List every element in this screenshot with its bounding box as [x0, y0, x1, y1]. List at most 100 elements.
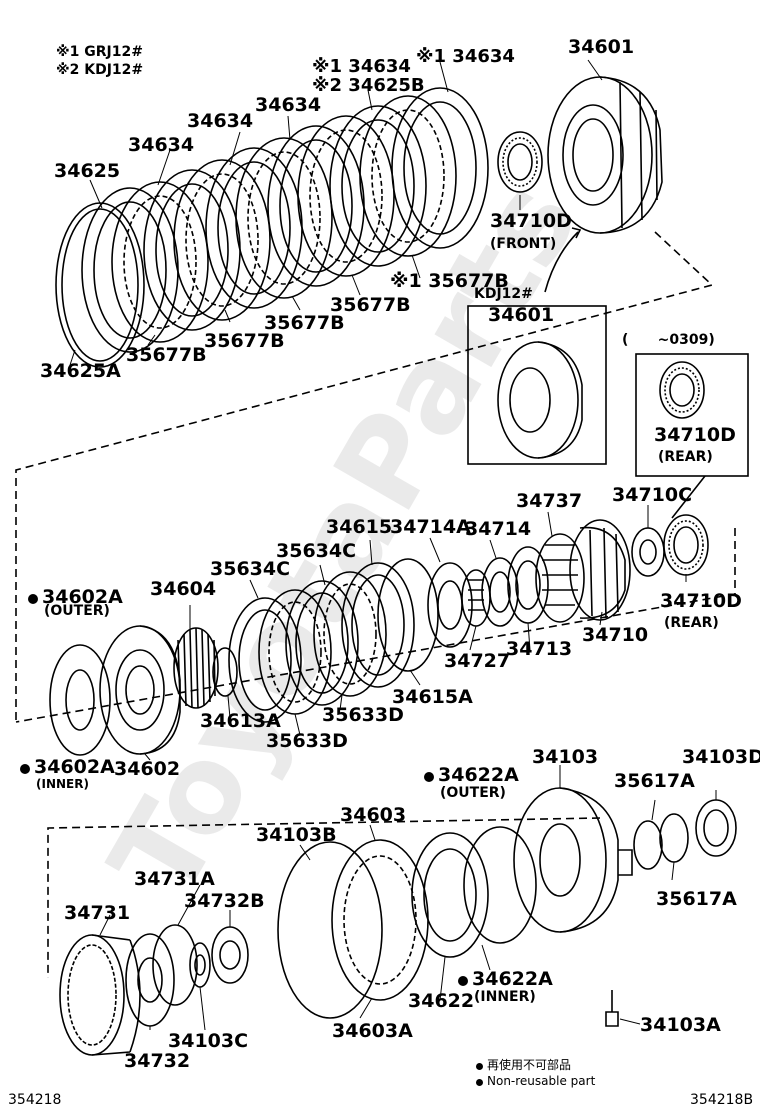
label-34601-kdj[interactable]: 34601: [488, 304, 555, 326]
label-34622a-outer[interactable]: 34622A: [424, 766, 519, 785]
label-34615[interactable]: 34615: [326, 516, 393, 538]
gear-34713[interactable]: [507, 546, 549, 624]
label-34625a[interactable]: 34625A: [40, 360, 121, 382]
rear-inset-box: [635, 353, 749, 477]
plate-35634c-2[interactable]: [285, 580, 359, 706]
label-34625b[interactable]: ※2 34625B: [312, 75, 425, 96]
label-34634-c[interactable]: 34634: [187, 110, 254, 132]
label-34714a[interactable]: 34714A: [390, 516, 471, 538]
clutch-disc-35677b-2[interactable]: [173, 159, 271, 321]
label-34727[interactable]: 34727: [444, 650, 511, 672]
label-34634-b[interactable]: 34634: [255, 94, 322, 116]
label-34103c[interactable]: 34103C: [168, 1030, 249, 1052]
label-34634-top[interactable]: ※1 34634: [416, 46, 515, 67]
disc-35633d-2[interactable]: [313, 571, 387, 697]
label-35677b-d[interactable]: 35677B: [204, 330, 285, 352]
planetary-34737[interactable]: [535, 533, 585, 623]
clutch-plate-34634-4[interactable]: [391, 87, 489, 249]
clutch-disc-35677b-4[interactable]: [297, 115, 395, 277]
label-35677b-e[interactable]: 35677B: [126, 344, 207, 366]
clutch-34603[interactable]: [331, 839, 429, 1001]
label-34604[interactable]: 34604: [150, 578, 217, 600]
bearing-34714a[interactable]: [427, 562, 473, 648]
label-34103b[interactable]: 34103B: [256, 824, 337, 846]
label-34710[interactable]: 34710: [582, 624, 649, 646]
snap-ring-34613a[interactable]: [212, 647, 238, 697]
washer-34103c[interactable]: [189, 942, 211, 988]
plate-35634c-1[interactable]: [228, 597, 302, 723]
label-35633d-b[interactable]: 35633D: [266, 730, 348, 752]
snap-ring-34103b[interactable]: [277, 841, 383, 1019]
seal-ring-35617a-1[interactable]: [633, 820, 663, 870]
bearing-34714[interactable]: [481, 557, 519, 627]
plate-34615[interactable]: [341, 562, 415, 688]
label-34737[interactable]: 34737: [516, 490, 583, 512]
label-34603[interactable]: 34603: [340, 804, 407, 826]
bolt-34103a[interactable]: [605, 990, 619, 1027]
label-34634-d[interactable]: 34634: [128, 134, 195, 156]
label-34103d[interactable]: 34103D: [682, 746, 760, 768]
label-34713[interactable]: 34713: [506, 638, 573, 660]
label-34714[interactable]: 34714: [465, 518, 532, 540]
legend-jp: 再使用不可部品: [476, 1056, 571, 1073]
label-34103[interactable]: 34103: [532, 746, 599, 768]
clutch-plate-34634-1[interactable]: [143, 169, 241, 331]
clutch-disc-35677b-1[interactable]: [111, 181, 209, 343]
snap-ring-34625a[interactable]: [55, 202, 145, 368]
label-34732b[interactable]: 34732B: [184, 890, 265, 912]
label-34622[interactable]: 34622: [408, 990, 475, 1012]
clutch-plate-34625[interactable]: [81, 187, 179, 353]
label-34603a[interactable]: 34603A: [332, 1020, 413, 1042]
label-34103a[interactable]: 34103A: [640, 1014, 721, 1036]
drum-34601-kdj[interactable]: [497, 341, 583, 459]
seal-ring-35617a-2[interactable]: [659, 813, 689, 863]
label-35677b-b[interactable]: 35677B: [330, 294, 411, 316]
clutch-disc-35677b-3[interactable]: [235, 137, 333, 299]
drum-34601[interactable]: [547, 76, 663, 234]
snap-ring-34615a[interactable]: [377, 558, 439, 672]
seal-34602a-outer[interactable]: [49, 644, 111, 756]
thrust-bearing-34710d-front[interactable]: [497, 131, 543, 193]
label-35617a-b[interactable]: 35617A: [656, 888, 737, 910]
label-35633d-a[interactable]: 35633D: [322, 704, 404, 726]
label-34602[interactable]: 34602: [114, 758, 181, 780]
washer-34103d[interactable]: [695, 799, 737, 857]
label-34602a-outer[interactable]: 34602A: [28, 588, 123, 607]
hub-34732[interactable]: [125, 933, 175, 1027]
snap-ring-34731a[interactable]: [152, 924, 198, 1006]
label-34634-a[interactable]: ※1 34634: [312, 56, 411, 77]
label-34710c[interactable]: 34710C: [612, 484, 693, 506]
label-34731a[interactable]: 34731A: [134, 868, 215, 890]
carrier-34710[interactable]: [569, 519, 631, 621]
label-34615a[interactable]: 34615A: [392, 686, 473, 708]
piston-34622[interactable]: [411, 832, 489, 958]
clutch-disc-35677b-5[interactable]: [359, 95, 457, 257]
thrust-bearing-rear-inset[interactable]: [659, 361, 705, 419]
label-34732[interactable]: 34732: [124, 1050, 191, 1072]
label-34710d-rear-box[interactable]: 34710D: [654, 424, 736, 446]
seal-34622a-outer[interactable]: [463, 826, 537, 944]
label-35617a-a[interactable]: 35617A: [614, 770, 695, 792]
clutch-plate-34634-3[interactable]: [267, 125, 365, 287]
bearing-34732b[interactable]: [211, 926, 249, 984]
clutch-plate-34634-2[interactable]: [205, 147, 303, 309]
label-34731[interactable]: 34731: [64, 902, 131, 924]
label-35634c-b[interactable]: 35634C: [276, 540, 357, 562]
label-35634c-a[interactable]: 35634C: [210, 558, 291, 580]
label-34601[interactable]: 34601: [568, 36, 635, 58]
label-34613a[interactable]: 34613A: [200, 710, 281, 732]
spring-34604[interactable]: [173, 627, 219, 709]
drum-34731[interactable]: [59, 934, 141, 1056]
label-34710d-rear[interactable]: 34710D: [660, 590, 742, 612]
bearing-34710d-rear[interactable]: [663, 514, 709, 576]
washer-34710c[interactable]: [631, 527, 665, 577]
note-grj: ※1 GRJ12#: [56, 44, 143, 60]
label-34602a-inner[interactable]: 34602A: [20, 758, 115, 777]
label-34622a-inner[interactable]: 34622A: [458, 970, 553, 989]
clutch-plate-34625b[interactable]: [329, 105, 427, 267]
label-35677b-c[interactable]: 35677B: [264, 312, 345, 334]
label-35677b-a[interactable]: ※1 35677B: [390, 270, 509, 292]
label-34710d-front[interactable]: 34710D: [490, 210, 572, 232]
race-34727[interactable]: [461, 569, 491, 627]
label-34625[interactable]: 34625: [54, 160, 121, 182]
